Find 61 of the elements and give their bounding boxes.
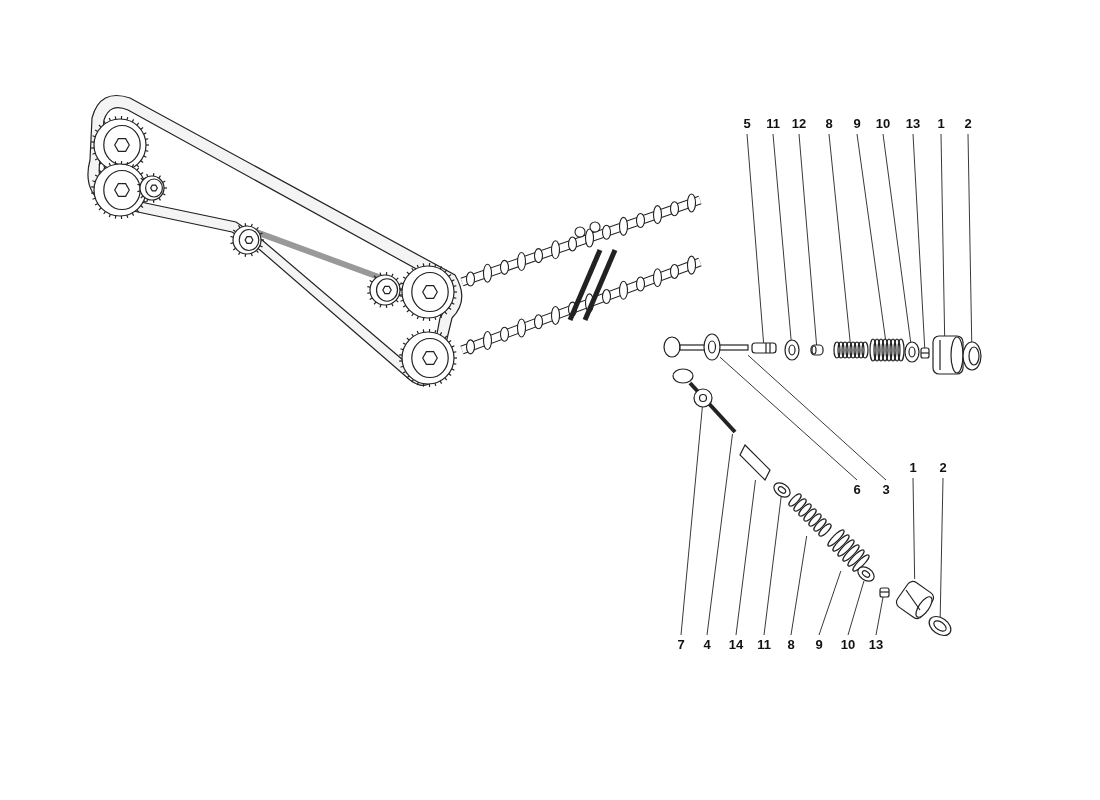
leader-line (763, 496, 782, 636)
outer-spring-drawing (869, 338, 905, 362)
leader-line (875, 596, 884, 636)
spring-retainer-drawing (857, 566, 875, 582)
leader-line (798, 133, 818, 346)
outer-spring-drawing (827, 529, 870, 572)
leader-line (790, 535, 808, 636)
callout-number: 2 (964, 116, 972, 132)
callout-number: 9 (853, 116, 861, 132)
leader-line (967, 133, 973, 343)
callout-number: 1 (937, 116, 945, 132)
callout-number: 8 (825, 116, 833, 132)
valve-seal-drawing (773, 482, 791, 498)
valve-guide-drawing (751, 342, 777, 354)
callout-number: 8 (787, 637, 795, 653)
valve-drawing (672, 368, 737, 434)
callout-number: 2 (939, 460, 947, 476)
callout-number: 4 (703, 637, 711, 653)
callout-number: 10 (875, 116, 891, 132)
valve-guide-drawing (739, 444, 771, 481)
inner-spring-drawing (788, 493, 832, 537)
valve-drawing (663, 336, 749, 358)
shim-drawing (928, 615, 952, 637)
collet-drawing (879, 587, 890, 598)
spring-retainer-drawing (904, 341, 920, 363)
callout-number: 11 (757, 637, 771, 653)
leader-line (747, 354, 887, 481)
leader-line (719, 356, 858, 481)
spring-seat-drawing (810, 344, 824, 356)
callout-number: 6 (853, 482, 861, 498)
callout-number: 9 (815, 637, 823, 653)
leader-line (856, 133, 886, 340)
callout-number: 13 (905, 116, 921, 132)
leader-line (818, 570, 842, 636)
callout-number: 7 (677, 637, 685, 653)
leader-line (828, 133, 851, 343)
callout-number: 14 (728, 637, 744, 653)
callout-number: 10 (840, 637, 856, 653)
leader-line (746, 133, 765, 344)
callout-number: 13 (868, 637, 884, 653)
callout-number: 11 (766, 116, 780, 132)
callout-number: 1 (909, 460, 917, 476)
valve-seal-drawing (784, 339, 800, 361)
leader-line (940, 133, 946, 337)
tappet-drawing (932, 335, 964, 375)
leader-line (706, 433, 733, 636)
leader-line (847, 580, 865, 636)
collet-drawing (920, 347, 930, 359)
callout-number: 3 (882, 482, 890, 498)
leader-line (735, 479, 756, 636)
shim-drawing (962, 341, 982, 371)
leader-line (939, 477, 944, 618)
callout-number: 12 (791, 116, 807, 132)
leader-line (912, 477, 916, 580)
leader-line (772, 133, 792, 341)
washer-drawing (703, 333, 721, 361)
inner-spring-drawing (833, 341, 869, 359)
leader-line (882, 133, 912, 343)
leader-line (912, 133, 926, 349)
callout-number: 5 (743, 116, 751, 132)
leader-line (680, 406, 703, 636)
